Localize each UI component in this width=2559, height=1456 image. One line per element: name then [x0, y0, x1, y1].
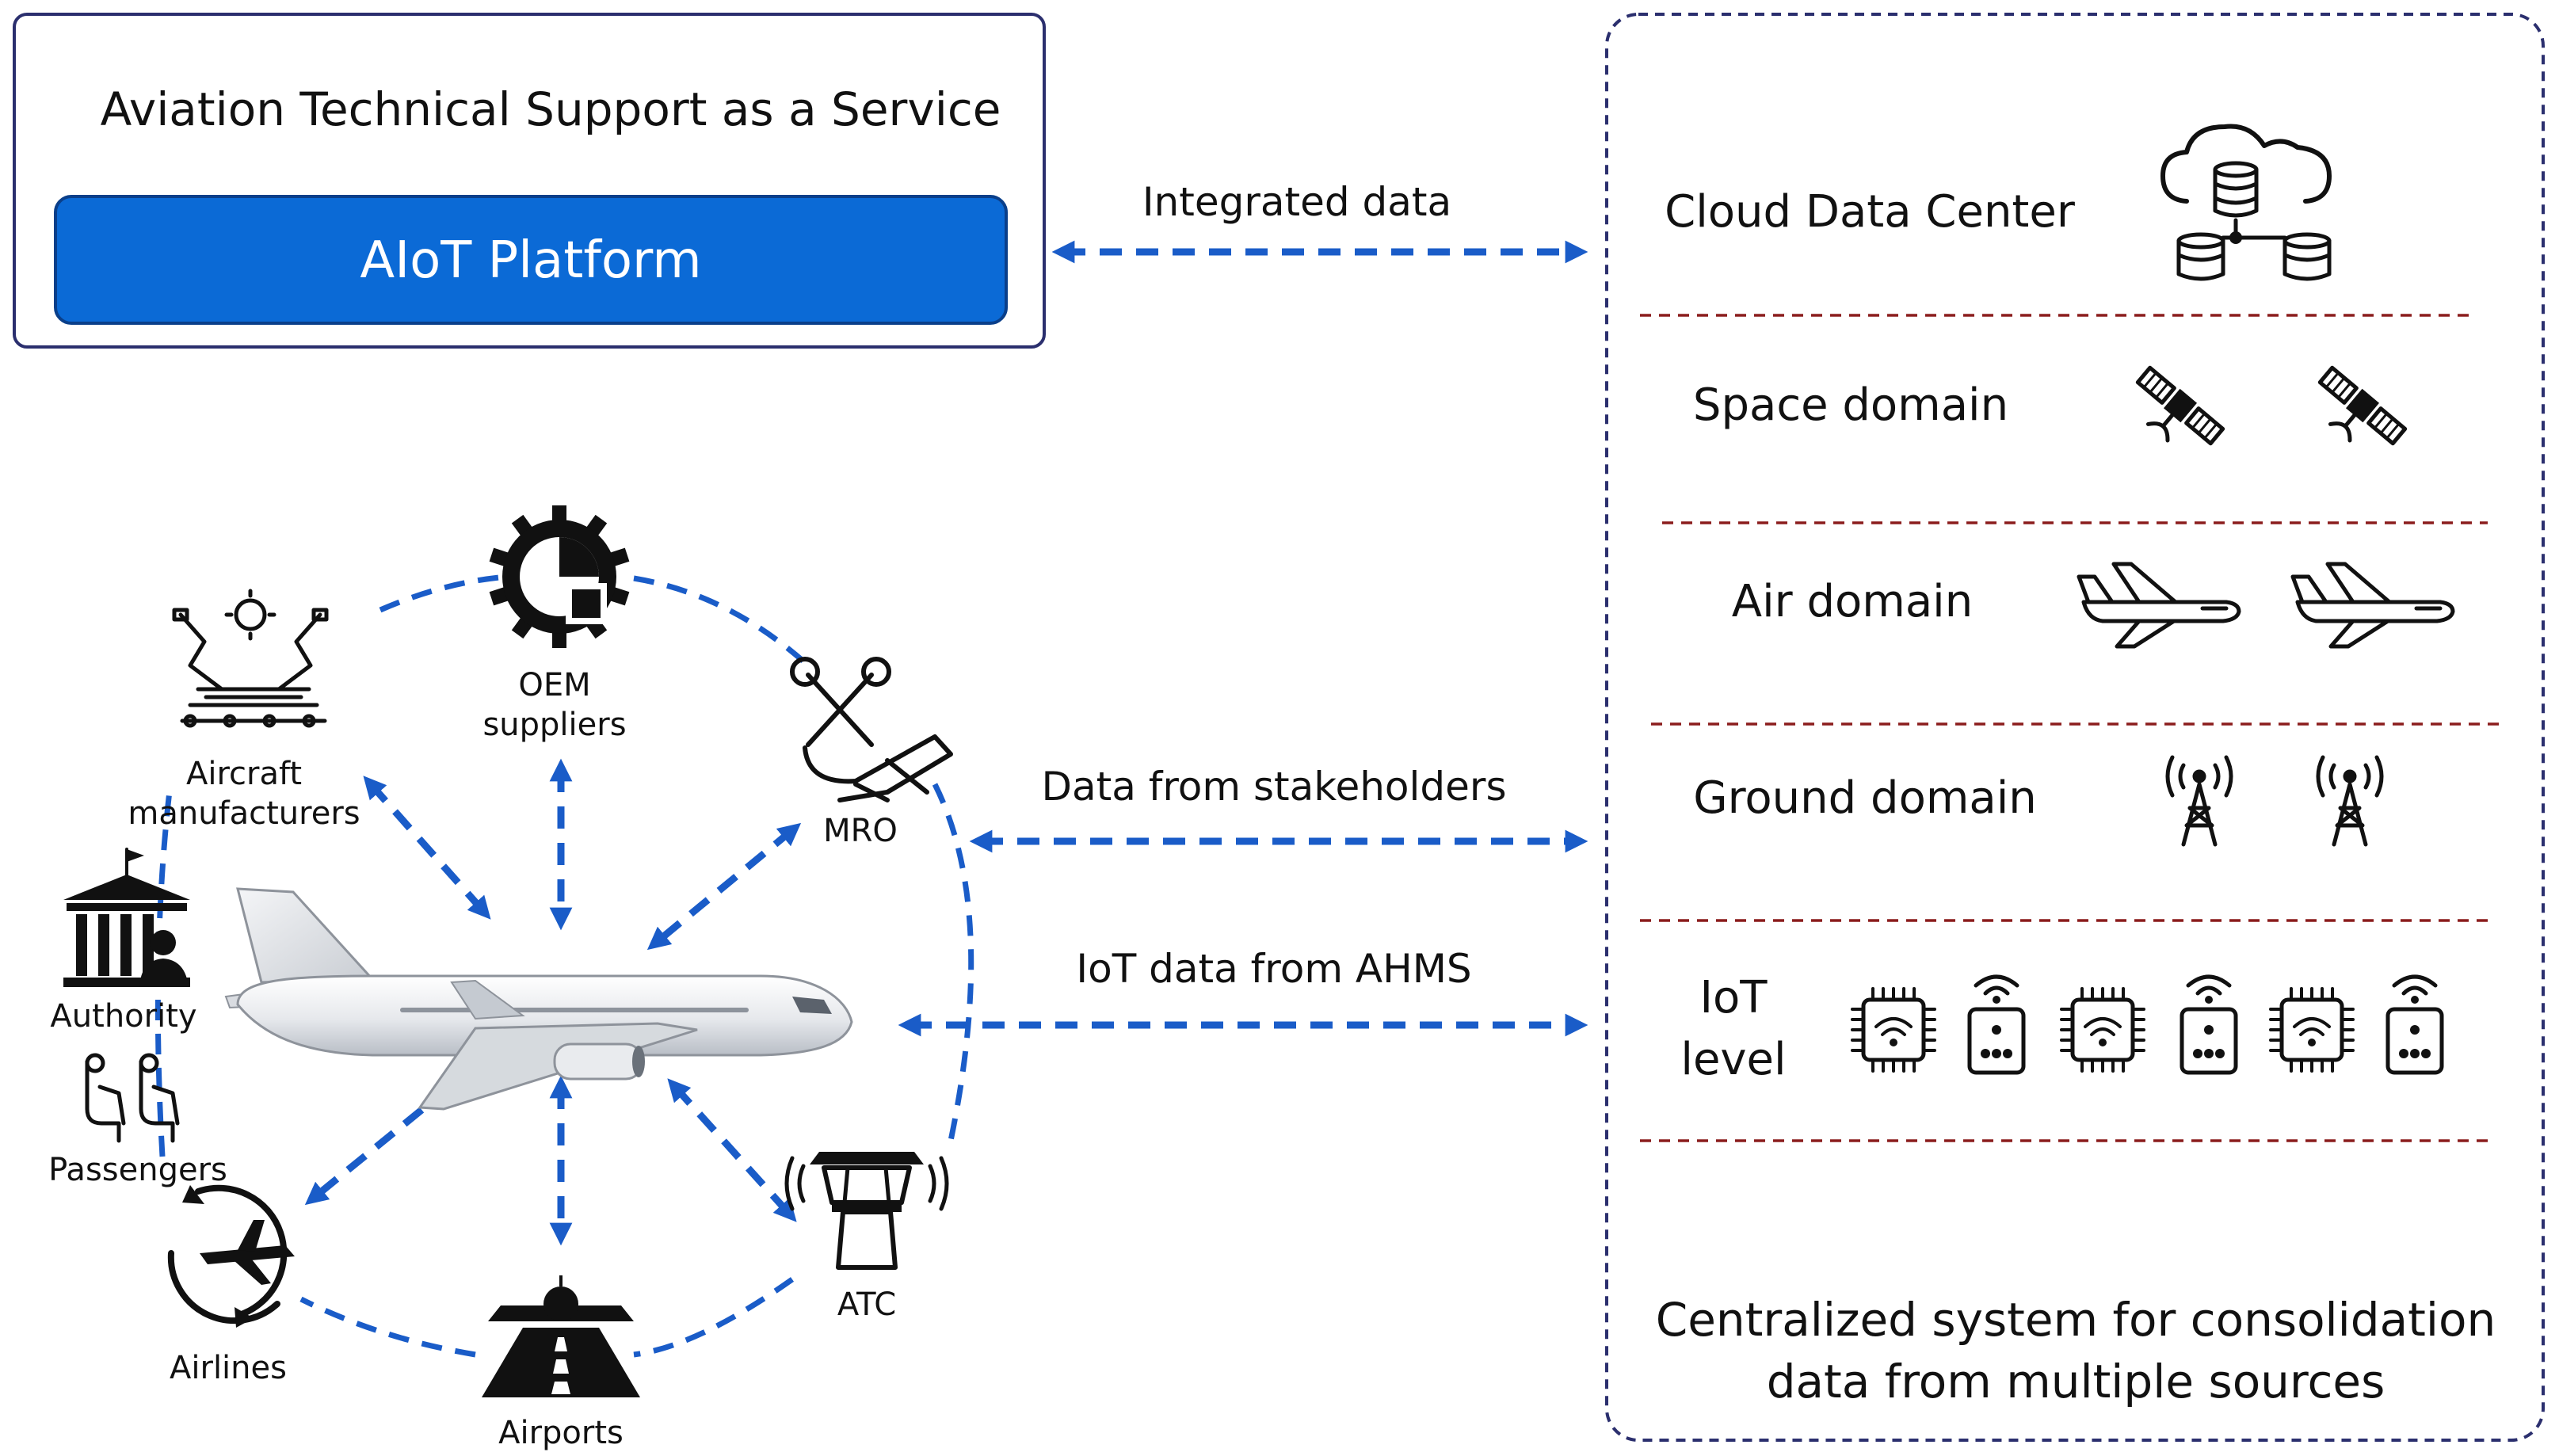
- cloud-panel: Cloud Data Center Space domain: [1605, 13, 2545, 1442]
- atc-label: ATC: [837, 1286, 896, 1323]
- cloud-panel-border: [1605, 13, 2545, 1442]
- wifi-chip-icon: [1851, 987, 1936, 1073]
- arrow-atc: [667, 1078, 797, 1222]
- stakeholders-data-link: Data from stakeholders: [969, 764, 1588, 853]
- iot-label-line2: level: [1680, 1034, 1786, 1085]
- aiot-platform-button[interactable]: [54, 195, 1008, 325]
- airports-label: Airports: [498, 1415, 624, 1451]
- ahms-data-link: IoT data from AHMS: [898, 946, 1588, 1037]
- centralized-system-line2: data from multiple sources: [1767, 1355, 2385, 1408]
- airplane-icon: [2077, 562, 2241, 649]
- arrow-mro: [646, 822, 802, 951]
- atc-node: ATC: [784, 1152, 949, 1323]
- aircraft-manufacturers-node: Aircraft manufacturers: [128, 589, 360, 832]
- integrated-data-label: Integrated data: [1142, 179, 1451, 225]
- integrated-data-link: Integrated data: [1051, 179, 1588, 264]
- airlines-node: Airlines: [167, 1184, 295, 1386]
- space-domain-label: Space domain: [1693, 379, 2008, 431]
- cloud-data-center-label: Cloud Data Center: [1665, 186, 2076, 238]
- aircraft-fuselage: [236, 974, 853, 1057]
- airlines-label: Airlines: [170, 1350, 287, 1386]
- satellite-icon: [2135, 365, 2225, 446]
- mro-node: MRO: [790, 657, 953, 849]
- authority-node: Authority: [50, 848, 197, 1035]
- air-domain-label: Air domain: [1732, 576, 1973, 627]
- mro-label: MRO: [823, 813, 898, 849]
- service-title: Aviation Technical Support as a Service: [101, 82, 1001, 136]
- iot-sensor-icon: [2385, 974, 2444, 1075]
- gear-icon: [489, 505, 630, 648]
- seat-icon: [85, 1053, 180, 1143]
- wifi-chip-icon: [2269, 987, 2355, 1073]
- airline-plane-icon: [167, 1184, 295, 1328]
- cell-tower-icon: [2316, 755, 2384, 847]
- iot-sensor-icon: [1967, 974, 2026, 1075]
- passengers-node: Passengers: [48, 1053, 227, 1188]
- stakeholder-arrows: [304, 758, 802, 1246]
- wrench-plane-icon: [790, 657, 953, 802]
- service-box: Aviation Technical Support as a Service …: [13, 13, 1046, 349]
- manufacturers-label-line2: manufacturers: [128, 795, 360, 832]
- manufacturers-label-line1: Aircraft: [186, 756, 302, 792]
- iot-device-icons: [1851, 974, 2444, 1075]
- iot-label-line1: IoT: [1700, 972, 1768, 1023]
- oem-suppliers-node: OEM suppliers: [482, 505, 630, 743]
- cell-tower-icon: [2165, 755, 2233, 847]
- cloud-database-icon: [2160, 124, 2332, 281]
- ahms-data-label: IoT data from AHMS: [1076, 946, 1471, 992]
- aircraft-winglet: [450, 979, 525, 1020]
- centralized-system-line1: Centralized system for consolidation: [1656, 1293, 2496, 1347]
- runway-plane-icon: [482, 1275, 640, 1397]
- aircraft-tail: [236, 887, 376, 984]
- ground-domain-label: Ground domain: [1693, 772, 2037, 824]
- satellite-icon: [2317, 365, 2408, 446]
- central-aircraft: [224, 887, 853, 1111]
- aiot-platform-label: AIoT Platform: [360, 231, 701, 290]
- oem-label-line1: OEM: [518, 667, 590, 703]
- aircraft-engine: [553, 1042, 643, 1081]
- iot-sensor-icon: [2180, 974, 2238, 1075]
- stakeholders-data-label: Data from stakeholders: [1041, 764, 1506, 810]
- authority-label: Authority: [50, 998, 196, 1035]
- passengers-label: Passengers: [48, 1152, 227, 1188]
- oem-label-line2: suppliers: [482, 707, 626, 743]
- wifi-chip-icon: [2060, 987, 2145, 1073]
- arrow-manufacturers: [363, 776, 491, 920]
- robot-arm-icon: [172, 589, 329, 728]
- airplane-icon: [2290, 562, 2455, 649]
- airports-node: Airports: [482, 1275, 640, 1451]
- arrow-airlines: [304, 1079, 460, 1206]
- government-building-icon: [63, 848, 190, 987]
- control-tower-icon: [784, 1152, 949, 1270]
